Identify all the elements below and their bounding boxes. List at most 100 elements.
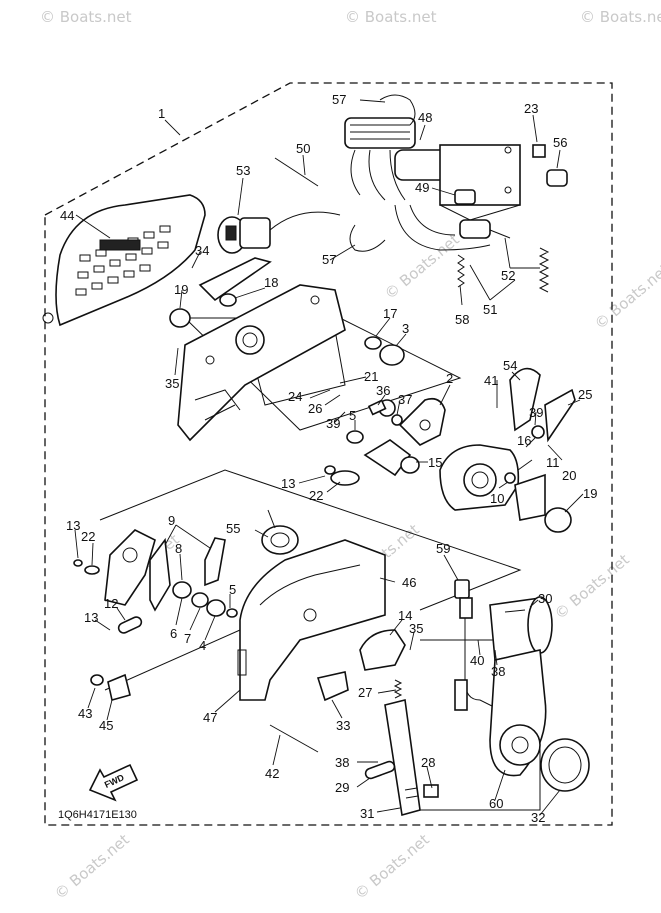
callout-55: 55 — [226, 521, 240, 536]
callout-5b: 5 — [229, 582, 236, 597]
callout-13: 13 — [281, 476, 295, 491]
callout-17: 17 — [383, 306, 397, 321]
callout-32: 32 — [531, 810, 545, 825]
grommet — [546, 169, 568, 187]
callout-22: 22 — [309, 488, 323, 503]
callout-13c: 13 — [84, 610, 98, 625]
base-plate — [177, 284, 346, 442]
callout-44: 44 — [60, 208, 74, 223]
screw — [274, 157, 319, 187]
callout-25: 25 — [578, 387, 592, 402]
callout-5: 5 — [349, 408, 356, 423]
callout-3: 3 — [402, 321, 409, 336]
callout-57b: 57 — [322, 252, 336, 267]
callout-45: 45 — [99, 718, 113, 733]
callout-19b: 19 — [583, 486, 597, 501]
bracket — [198, 257, 272, 302]
key-switch — [217, 211, 341, 254]
callout-39b: 39 — [529, 405, 543, 420]
callout-58: 58 — [455, 312, 469, 327]
callout-15: 15 — [428, 455, 442, 470]
callout-33: 33 — [336, 718, 350, 733]
control-handle — [489, 596, 553, 661]
wiring-harness — [454, 579, 501, 711]
wire-clamp — [379, 94, 416, 126]
callout-18: 18 — [264, 275, 278, 290]
fwd-arrow: FWD — [88, 763, 139, 802]
link-arm — [363, 439, 420, 477]
drawing-code: 1Q6H4171E130 — [58, 809, 137, 821]
callout-37: 37 — [398, 392, 412, 407]
callout-8: 8 — [175, 541, 182, 556]
bolt — [269, 724, 319, 753]
callout-46: 46 — [402, 575, 416, 590]
callout-57: 57 — [332, 92, 346, 107]
callout-22b: 22 — [81, 529, 95, 544]
washer — [206, 599, 226, 617]
callout-30: 30 — [538, 591, 552, 606]
callout-41: 41 — [484, 373, 498, 388]
cam — [359, 629, 406, 671]
callout-47: 47 — [203, 710, 217, 725]
friction-plate — [514, 473, 546, 521]
callout-34: 34 — [195, 243, 209, 258]
spring-pin — [531, 425, 545, 439]
callout-layer: 1 57 48 23 56 50 53 49 44 34 57 52 19 18… — [60, 92, 597, 825]
spring — [457, 254, 465, 288]
watermark: © Boats.net — [40, 8, 132, 26]
nut — [226, 608, 238, 618]
callout-21: 21 — [364, 369, 378, 384]
callout-53: 53 — [236, 163, 250, 178]
callout-4: 4 — [199, 638, 206, 653]
seal — [169, 308, 191, 328]
throttle-cable-arm — [544, 388, 576, 443]
pin — [364, 760, 396, 780]
callout-52: 52 — [501, 268, 515, 283]
callout-60: 60 — [489, 796, 503, 811]
callout-48: 48 — [418, 110, 432, 125]
callout-19: 19 — [174, 282, 188, 297]
callout-29: 29 — [335, 780, 349, 795]
control-box-housing — [237, 539, 386, 701]
subassembly-outline — [99, 469, 522, 611]
clip — [423, 784, 439, 798]
spacer — [172, 581, 192, 599]
callout-16: 16 — [517, 433, 531, 448]
callout-50: 50 — [296, 141, 310, 156]
drive-pulley — [261, 509, 299, 555]
spring — [393, 679, 403, 699]
callout-20: 20 — [562, 468, 576, 483]
watermark: © Boats.net — [345, 8, 437, 26]
watermark: © Boats.net — [580, 8, 661, 26]
callout-38: 38 — [491, 664, 505, 679]
callout-35b: 35 — [409, 621, 423, 636]
callout-1: 1 — [158, 106, 165, 121]
washer — [391, 414, 403, 426]
callout-12: 12 — [104, 596, 118, 611]
callout-35: 35 — [165, 376, 179, 391]
gear — [379, 344, 405, 366]
callout-49: 49 — [415, 180, 429, 195]
callout-24: 24 — [288, 389, 302, 404]
washer — [191, 592, 209, 608]
watermark: © Boats.net — [591, 260, 661, 333]
plate — [107, 673, 131, 701]
watermark: © Boats.net — [351, 830, 433, 903]
subassembly-outline — [104, 629, 241, 691]
callout-36: 36 — [376, 383, 390, 398]
callout-28: 28 — [421, 755, 435, 770]
nut — [73, 559, 83, 567]
wiring-harness — [344, 117, 521, 251]
callout-38b: 38 — [335, 755, 349, 770]
spring — [538, 247, 550, 293]
callout-7: 7 — [184, 631, 191, 646]
callout-26: 26 — [308, 401, 322, 416]
watermark: © Boats.net — [51, 830, 133, 903]
bushing — [544, 507, 572, 533]
callout-2: 2 — [446, 371, 453, 386]
neutral-switch-housing — [439, 444, 520, 511]
lock-lever — [384, 699, 421, 817]
nut — [90, 674, 104, 686]
callout-39: 39 — [326, 416, 340, 431]
watermark: © Boats.net — [551, 550, 633, 623]
